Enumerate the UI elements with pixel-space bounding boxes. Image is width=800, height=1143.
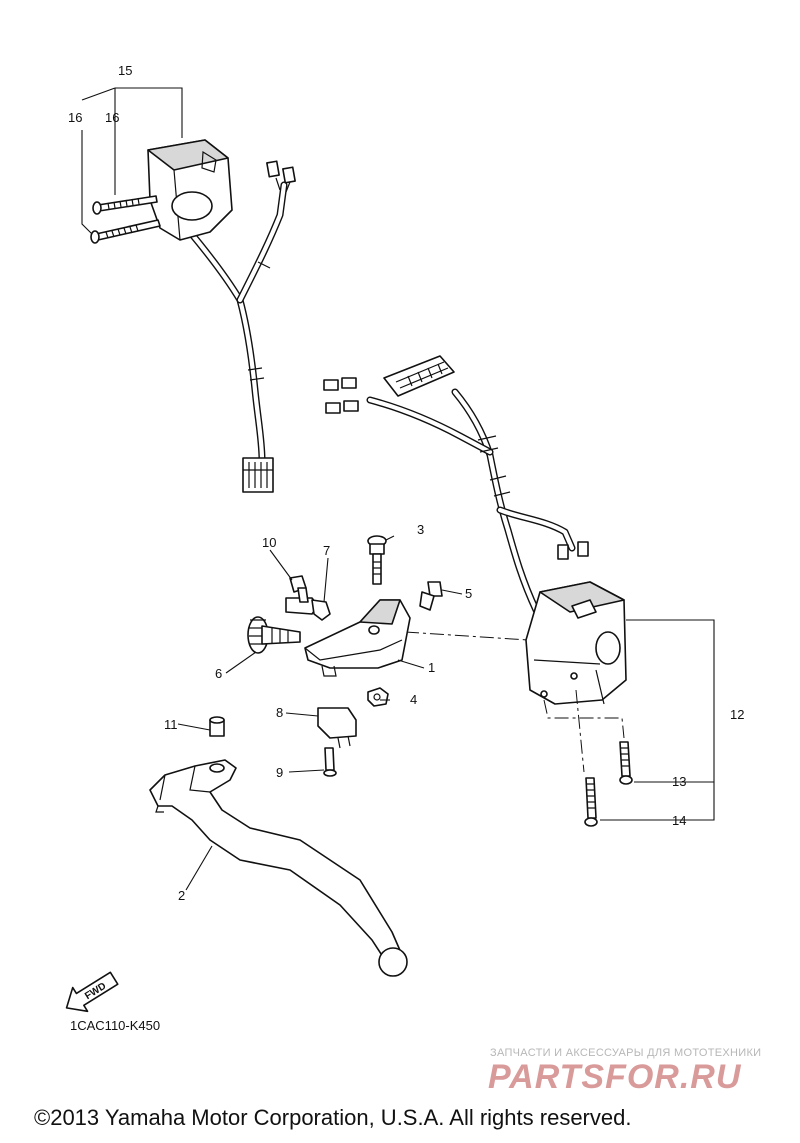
right-switch-housing [323,355,715,827]
collar-11 [209,716,225,737]
callout-1: 1 [428,660,435,675]
callout-13: 13 [672,774,686,789]
screw-9 [323,747,337,777]
screw-5 [419,581,443,611]
callout-11: 11 [164,717,178,732]
lever-holder-1 [304,599,411,677]
nut-4 [367,687,389,707]
callout-12: 12 [730,707,744,722]
bolt-3 [367,535,387,585]
callout-7: 7 [323,543,330,558]
clutch-lever-2 [149,759,408,977]
callout-16-right: 16 [105,110,119,125]
fwd-arrow-icon: FWD [65,971,119,1013]
callout-3: 3 [417,522,424,537]
callout-4: 4 [410,692,417,707]
watermark-tagline: ЗАПЧАСТИ И АКСЕССУАРЫ ДЛЯ МОТОТЕХНИКИ [490,1047,761,1059]
adjuster-6 [247,616,301,654]
callout-2: 2 [178,888,185,903]
screw-16-upper [92,195,158,215]
drawing-code: 1CAC110-K450 [70,1018,160,1033]
callout-6: 6 [215,666,222,681]
callout-5: 5 [465,586,472,601]
left-switch-housing [81,87,296,493]
callout-9: 9 [276,765,283,780]
callout-16-left: 16 [68,110,82,125]
watermark-brand: PARTSFOR.RU [488,1058,742,1096]
callout-10: 10 [262,535,276,550]
callout-14: 14 [672,813,686,828]
switch-8 [317,707,357,749]
callout-15: 15 [118,63,132,78]
copyright-notice: ©2013 Yamaha Motor Corporation, U.S.A. A… [34,1105,631,1130]
callout-8: 8 [276,705,283,720]
screw-10 [289,575,309,603]
screw-16-lower [90,219,161,244]
screw-13 [619,741,633,785]
screw-14 [584,777,598,827]
